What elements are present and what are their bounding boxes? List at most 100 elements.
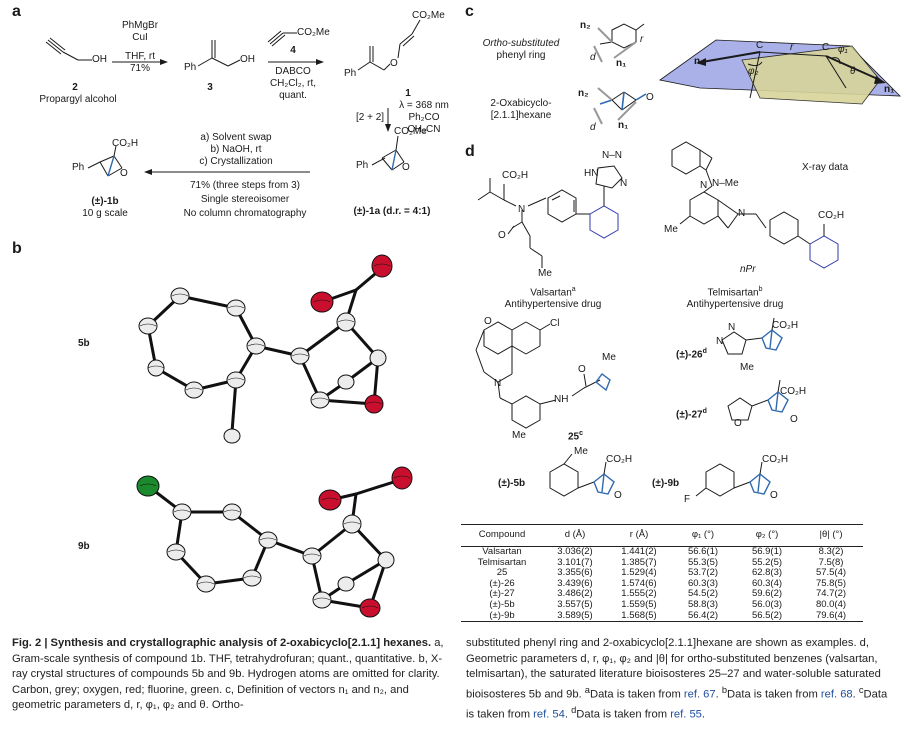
c26-label: (±)-26d xyxy=(676,346,707,361)
c25-o: O xyxy=(484,316,492,327)
cpd4-group: CO₂Me xyxy=(297,27,330,38)
c-plane-phi1: φ₁ xyxy=(838,44,848,55)
table-cell: 1.559(5) xyxy=(621,598,657,610)
table-cell: 55.2(5) xyxy=(751,556,783,568)
c-plane-c1: C xyxy=(756,40,764,51)
table-cell: 60.3(4) xyxy=(751,577,783,589)
c27-sup: d xyxy=(702,408,707,415)
note-ref-link[interactable]: ref. 54 xyxy=(533,708,565,721)
table-header-row: Compound d (Å) r (Å) φ₁ (°) φ₂ (°) |θ| (… xyxy=(461,524,863,547)
cpd1a-co2me: CO₂Me xyxy=(394,126,427,137)
c25-me: Me xyxy=(602,352,616,363)
xray-label: X-ray data xyxy=(802,162,849,173)
label-9b: 9b xyxy=(78,541,90,552)
table-cell: Valsartan xyxy=(482,546,522,557)
c-plane-r: r xyxy=(790,42,794,53)
c-plane-theta: θ xyxy=(850,66,856,77)
note-ref-link[interactable]: ref. 55 xyxy=(670,708,702,721)
ortho-label: Ortho-substituted phenyl ring xyxy=(466,38,576,62)
c26-n2: N xyxy=(716,336,724,347)
oxabicyclo-label: 2-Oxabicyclo- [2.1.1]hexane xyxy=(466,98,576,122)
cpd1-o: O xyxy=(390,58,398,69)
table-cell: 1.568(5) xyxy=(621,609,657,621)
cpd1b-co2h: CO₂H xyxy=(112,138,139,149)
table-cell: 56.6(1) xyxy=(687,546,719,557)
telmisartan-caption: Telmisartanb Antihypertensive drug xyxy=(680,284,790,311)
c27-o2: O xyxy=(790,414,798,425)
ortho-label-line: Ortho-substituted xyxy=(482,38,560,49)
table-cell: 54.5(2) xyxy=(687,588,719,600)
table-cell: 55.3(5) xyxy=(687,556,719,568)
valsartan-sup: a xyxy=(571,286,576,293)
cpd2-label: 2 xyxy=(72,82,78,93)
c27-label-text: (±)-27 xyxy=(676,409,703,421)
table-row: Telmisartan 3.101(7) 1.385(7) 55.3(5) 55… xyxy=(461,556,863,569)
valsartan-n: N xyxy=(518,204,526,215)
cpd1a-label: (±)-1a (d.r. = 4:1) xyxy=(353,206,431,217)
cpd1-label: 1 xyxy=(405,88,411,99)
table-cell: 3.036(2) xyxy=(557,546,593,557)
table-cell: 57.5(4) xyxy=(815,567,847,579)
c5b-co2h: CO₂H xyxy=(606,454,633,465)
c25-sup: c xyxy=(579,430,584,437)
cpd3-ph: Ph xyxy=(184,62,197,73)
telmisartan-sup: b xyxy=(758,286,763,293)
col-theta: |θ| (°) xyxy=(819,529,843,541)
label-5b: 5b xyxy=(78,338,90,349)
c26-sup: d xyxy=(702,348,707,355)
c25-label: 25c xyxy=(568,428,583,443)
panel-label-d: d xyxy=(465,143,475,160)
step2-reagent: quant. xyxy=(279,90,307,101)
col-phi2: φ₂ (°) xyxy=(755,529,779,541)
step2-reagents: DABCO CH₂Cl₂, rt, quant. xyxy=(262,66,324,102)
cpd1-ph: Ph xyxy=(344,68,357,79)
valsartan-tet-1: N–N xyxy=(602,150,623,161)
figure-caption-left: Fig. 2 | Synthesis and crystallographic … xyxy=(12,636,454,714)
telmisartan-me: Me xyxy=(664,224,678,235)
table-row: (±)-5b 3.557(5) 1.559(5) 58.8(3) 56.0(3)… xyxy=(461,598,863,611)
telmisartan-use: Antihypertensive drug xyxy=(686,299,784,311)
step4-note: No column chromatography xyxy=(183,208,307,219)
note-ref-link[interactable]: ref. 67 xyxy=(683,688,716,701)
table-cell: (±)-5b xyxy=(489,598,515,610)
table-cell: 60.3(3) xyxy=(687,577,719,589)
c27-o: O xyxy=(734,418,742,429)
table-row: 25 3.355(6) 1.529(4) 53.7(2) 62.8(3) 57.… xyxy=(461,568,863,579)
note-ref-link[interactable]: ref. 68 xyxy=(820,688,853,701)
table-cell: 7.5(8) xyxy=(818,556,844,568)
valsartan-tet-2: HN xyxy=(584,168,599,179)
table-cell: (±)-9b xyxy=(489,609,515,621)
c25-cl: Cl xyxy=(550,318,560,329)
c-oxa-n1: n₁ xyxy=(618,120,629,131)
step3-left: [2 + 2] xyxy=(356,112,385,123)
c27-label: (±)-27d xyxy=(676,406,707,421)
table-row: (±)-27 3.486(2) 1.555(2) 54.5(2) 59.6(2)… xyxy=(461,589,863,600)
c5b-o: O xyxy=(614,490,622,501)
telmisartan-name: Telmisartan xyxy=(707,287,759,299)
table-cell: Telmisartan xyxy=(477,556,527,568)
panel-label-c: c xyxy=(465,3,474,20)
step4-step: b) NaOH, rt xyxy=(210,144,262,155)
xray-structure-5b xyxy=(136,254,413,618)
step2-reagent: CH₂Cl₂, rt, xyxy=(269,78,317,89)
c9b-f: F xyxy=(684,494,691,505)
panel-label-a: a xyxy=(12,3,21,20)
table-cell: 56.0(3) xyxy=(751,598,783,610)
table-cell: 80.0(4) xyxy=(815,598,847,610)
c26-label-text: (±)-26 xyxy=(676,349,703,361)
table-cell: (±)-26 xyxy=(489,577,515,589)
table-cell: 74.7(2) xyxy=(815,588,847,600)
table-cell: 53.7(2) xyxy=(687,567,719,579)
step4-bottom: 71% (three steps from 3) Single stereois… xyxy=(170,180,320,220)
c9b-label: (±)-9b xyxy=(652,478,680,489)
caption-right-1: substituted phenyl ring and 2-oxabicyclo… xyxy=(466,637,857,649)
c-ortho-n1: n₁ xyxy=(616,58,627,69)
table-cell: 1.555(2) xyxy=(621,588,657,600)
step1-reagent: THF, rt xyxy=(125,51,155,62)
geometry-table: Compound d (Å) r (Å) φ₁ (°) φ₂ (°) |θ| (… xyxy=(461,524,863,622)
telmisartan-co2h: CO₂H xyxy=(818,210,845,221)
ortho-label-line: phenyl ring xyxy=(496,50,546,61)
note-text: Data is taken from xyxy=(466,688,888,721)
table-cell: 56.5(2) xyxy=(751,609,783,621)
table-cell: 8.3(2) xyxy=(818,546,844,557)
